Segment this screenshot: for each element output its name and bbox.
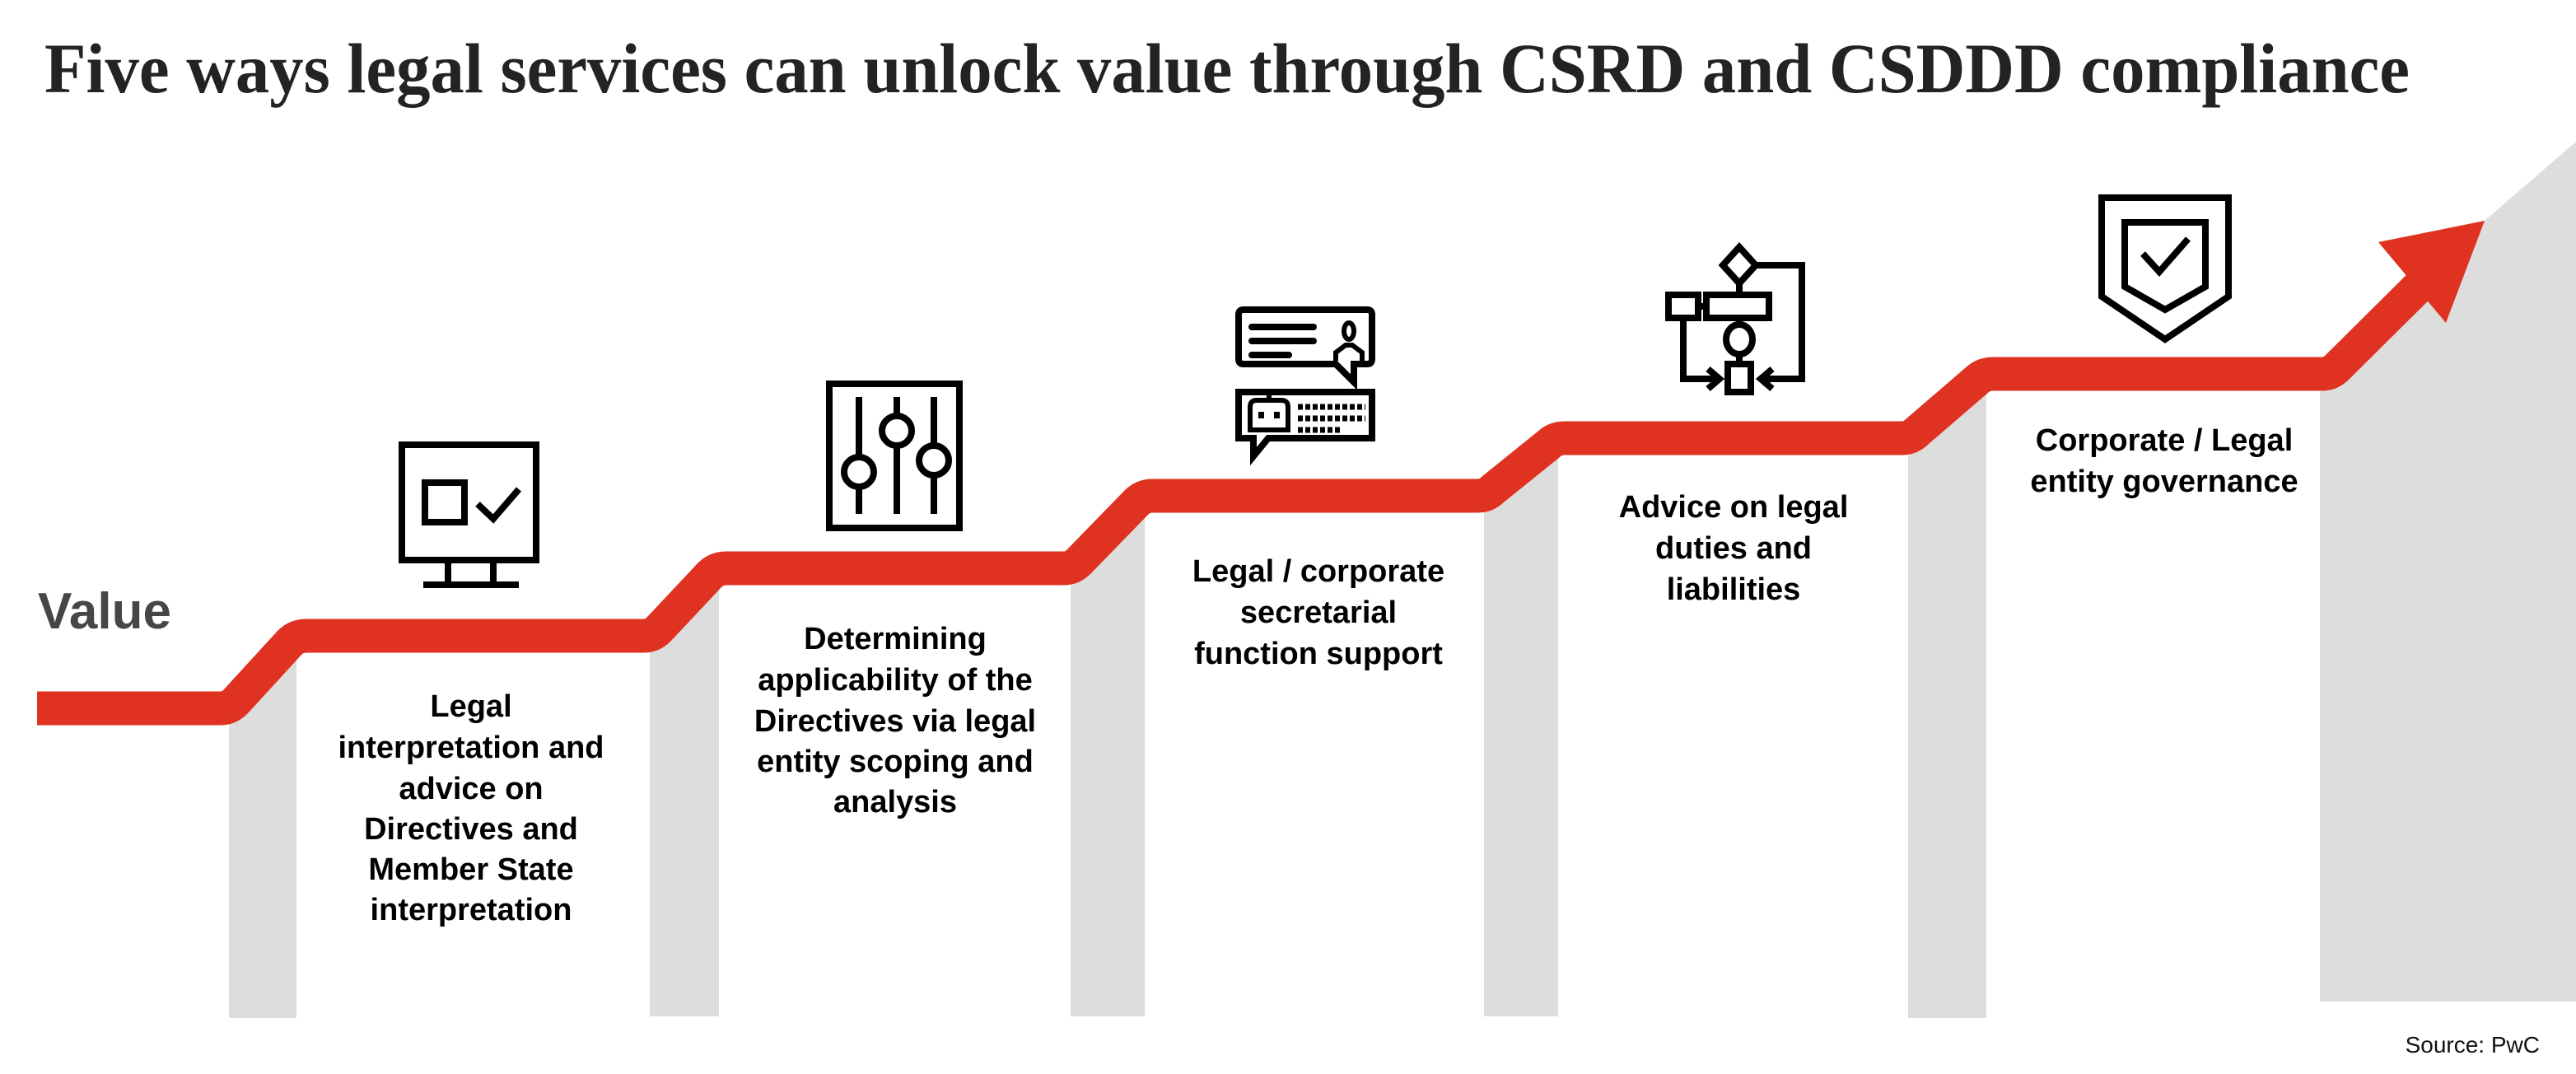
step-label-line: Directives via legal [754,704,1036,739]
page-title: Five ways legal services can unlock valu… [44,29,2410,108]
step-label-line: applicability of the [758,663,1033,698]
step-label-line: duties and [1655,531,1812,566]
step-column-1 [229,652,296,1018]
step-2-text: Determining applicability of the Directi… [754,622,1036,820]
value-line-path [37,251,2454,726]
step-label-line: Legal [430,689,511,724]
step-column-4 [1484,455,1558,1016]
step-label-line: entity governance [2030,465,2298,499]
step-columns [229,142,2576,1018]
step-label-line: advice on [399,772,543,806]
step-label-line: Member State [368,852,573,887]
step-label-line: secretarial [1240,595,1397,630]
step-label-line: liabilities [1667,572,1801,607]
value-line [37,221,2485,726]
arrow-head-icon [2378,221,2485,323]
step-label-line: function support [1194,637,1443,671]
step-column-5 [1908,392,1986,1018]
step-5-text: Corporate / Legal entity governance [2030,423,2298,499]
growth-area [2320,142,2576,1002]
flowchart-icon [1665,242,1805,395]
step-label-line: entity scoping and [757,745,1034,779]
step-label-line: Corporate / Legal [2036,423,2294,458]
step-label-line: Advice on legal [1619,490,1849,525]
step-label-line: analysis [833,785,957,820]
step-1-text: Legal interpretation and advice on Direc… [338,689,604,927]
shield-check-icon [2098,194,2232,343]
step-label-line: Directives and [364,812,578,847]
step-4-text: Advice on legal duties and liabilities [1619,490,1849,607]
step-column-3 [1071,512,1145,1016]
value-axis-label: Value [38,583,171,640]
step-column-2 [650,586,719,1016]
step-3-text: Legal / corporate secretarial function s… [1192,554,1444,671]
monitor-checkbox-icon [399,441,539,588]
sliders-icon [826,381,963,531]
source-note: Source: PwC [2406,1032,2540,1058]
step-label-line: interpretation and [338,731,604,765]
step-label-line: Determining [804,622,987,656]
chat-bot-icon [1235,306,1375,466]
step-label-line: Legal / corporate [1192,554,1444,589]
step-label-line: interpretation [371,893,572,927]
